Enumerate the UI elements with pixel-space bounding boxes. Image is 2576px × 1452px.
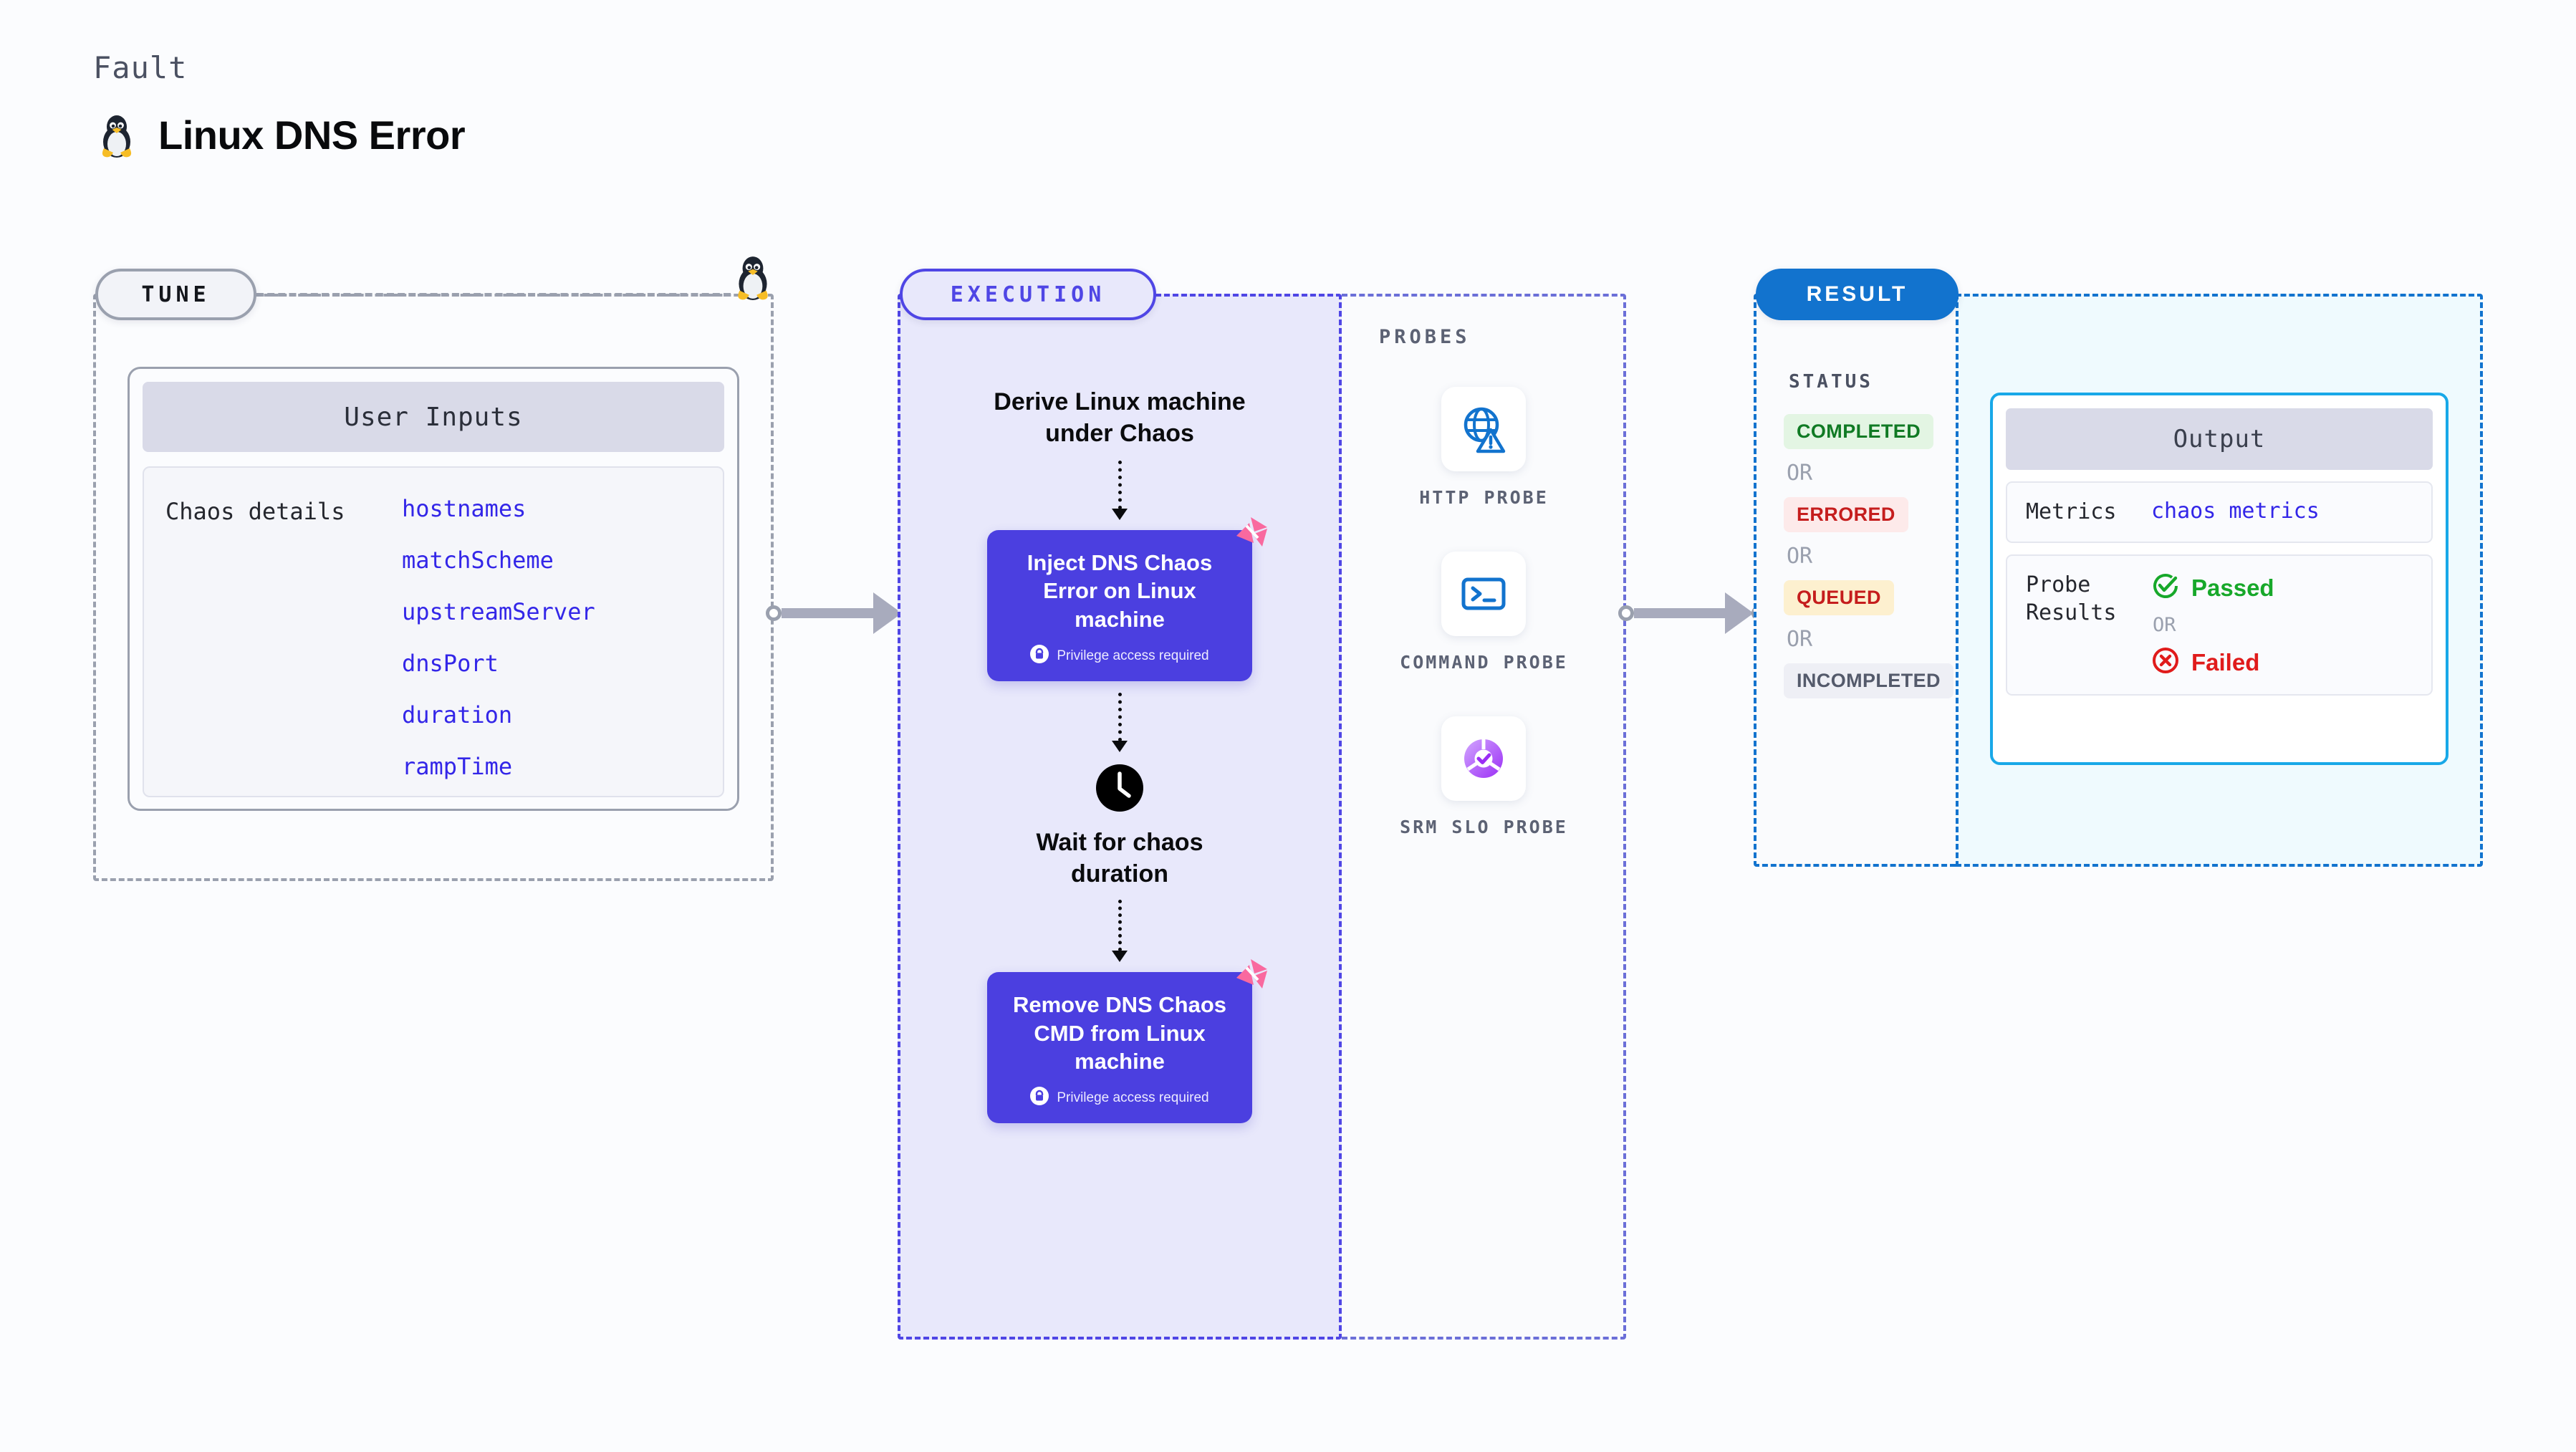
execution-flow: Derive Linux machine under Chaos Inject … xyxy=(898,387,1342,1124)
user-inputs-header: User Inputs xyxy=(143,382,724,452)
status-badge: QUEUED xyxy=(1784,580,1894,615)
status-or-label: OR xyxy=(1787,627,1813,652)
probe-result-passed-text: Passed xyxy=(2191,574,2274,601)
chaos-block-title: Inject DNS Chaos Error on Linux machine xyxy=(1027,550,1213,632)
flow-arrow-icon xyxy=(1112,461,1128,521)
output-metrics-value[interactable]: chaos metrics xyxy=(2151,499,2320,524)
tune-dashed-link xyxy=(256,293,731,297)
status-title: STATUS xyxy=(1789,371,1873,393)
chaos-details-label: Chaos details xyxy=(165,498,345,525)
probe-result-passed: Passed xyxy=(2151,572,2274,604)
chaos-param[interactable]: dnsPort xyxy=(402,650,499,677)
probe-item-http[interactable]: HTTP PROBE xyxy=(1419,387,1549,510)
connector-arrowhead xyxy=(873,592,902,634)
status-badge: INCOMPLETED xyxy=(1784,663,1953,698)
probe-label: SRM SLO PROBE xyxy=(1400,816,1568,837)
connector-dot xyxy=(766,605,782,621)
probe-result-failed: Failed xyxy=(2151,646,2274,678)
output-header: Output xyxy=(2006,408,2433,470)
slo-donut-check-icon xyxy=(1441,716,1527,801)
output-metrics-label: Metrics xyxy=(2026,499,2117,524)
chaos-param[interactable]: upstreamServer xyxy=(402,598,595,625)
privilege-note: Privilege access required xyxy=(1004,645,1235,667)
lock-icon xyxy=(1030,1087,1049,1109)
chaos-block-title: Remove DNS Chaos CMD from Linux machine xyxy=(1012,992,1227,1074)
chaos-block-remove[interactable]: Remove DNS Chaos CMD from Linux machine … xyxy=(987,959,1267,1124)
connector-shaft xyxy=(782,608,873,618)
connector-tune-to-execution xyxy=(766,592,915,634)
probe-item-srm-slo[interactable]: SRM SLO PROBE xyxy=(1400,716,1568,840)
probe-item-command[interactable]: COMMAND PROBE xyxy=(1400,551,1568,675)
chaos-param[interactable]: rampTime xyxy=(402,753,513,780)
chaos-param[interactable]: duration xyxy=(402,701,513,729)
tune-section-pill[interactable]: TUNE xyxy=(95,269,256,320)
execution-section-pill[interactable]: EXECUTION xyxy=(900,269,1156,320)
probe-label: HTTP PROBE xyxy=(1419,487,1549,508)
output-probe-results-row: Probe Results Passed OR xyxy=(2006,554,2433,696)
privilege-note-text: Privilege access required xyxy=(1057,648,1209,663)
clock-icon xyxy=(1095,764,1144,816)
output-metrics-row: Metrics chaos metrics xyxy=(2006,481,2433,544)
connector-shaft xyxy=(1634,608,1725,618)
probe-label: COMMAND PROBE xyxy=(1400,651,1568,673)
terminal-icon xyxy=(1441,551,1527,636)
connector-dot xyxy=(1618,605,1634,621)
probe-result-failed-text: Failed xyxy=(2191,648,2260,675)
flow-step-caption: Wait for chaos duration xyxy=(1036,829,1203,888)
lock-icon xyxy=(1030,645,1049,667)
globe-warning-icon xyxy=(1441,387,1527,471)
page-kicker: Fault xyxy=(93,50,188,85)
privilege-note-text: Privilege access required xyxy=(1057,1090,1209,1105)
connector-arrowhead xyxy=(1725,592,1754,634)
chaos-param[interactable]: hostnames xyxy=(402,495,527,522)
result-section-pill[interactable]: RESULT xyxy=(1756,269,1959,320)
tux-penguin-icon xyxy=(97,111,137,158)
x-circle-icon xyxy=(2151,646,2180,678)
status-badge-list: COMPLETED OR ERRORED OR QUEUED OR INCOMP… xyxy=(1784,414,1953,698)
chaos-block-inject[interactable]: Inject DNS Chaos Error on Linux machine … xyxy=(987,517,1267,682)
tune-corner-tux-icon xyxy=(732,252,774,301)
chaos-params-list: hostnames matchScheme upstreamServer dns… xyxy=(402,495,595,780)
check-circle-icon xyxy=(2151,572,2180,604)
user-inputs-card: User Inputs Chaos details hostnames matc… xyxy=(128,367,739,811)
privilege-note: Privilege access required xyxy=(1004,1087,1235,1109)
probes-list: HTTP PROBE COMMAND PROBE xyxy=(1342,387,1626,839)
output-card: Output Metrics chaos metrics Probe Resul… xyxy=(1990,393,2448,765)
litmus-logo-icon xyxy=(1232,956,1269,996)
page-title-row: Linux DNS Error xyxy=(97,111,466,158)
status-badge: COMPLETED xyxy=(1784,414,1934,449)
connector-execution-to-result xyxy=(1618,592,1767,634)
flow-arrow-icon xyxy=(1112,900,1128,963)
flow-step-caption: Derive Linux machine under Chaos xyxy=(994,388,1246,447)
flow-arrow-icon xyxy=(1112,693,1128,753)
status-badge: ERRORED xyxy=(1784,497,1908,532)
page-title: Linux DNS Error xyxy=(158,112,466,158)
chaos-details-row: Chaos details hostnames matchScheme upst… xyxy=(143,466,724,797)
status-or-label: OR xyxy=(1787,544,1813,569)
probes-title: PROBES xyxy=(1379,326,1471,348)
chaos-param[interactable]: matchScheme xyxy=(402,547,554,574)
litmus-logo-icon xyxy=(1232,514,1269,554)
probe-results-values: Passed OR Failed xyxy=(2151,572,2274,678)
status-or-label: OR xyxy=(1787,461,1813,486)
probe-result-or-label: OR xyxy=(2153,614,2176,637)
output-probe-results-label: Probe Results xyxy=(2026,572,2117,625)
